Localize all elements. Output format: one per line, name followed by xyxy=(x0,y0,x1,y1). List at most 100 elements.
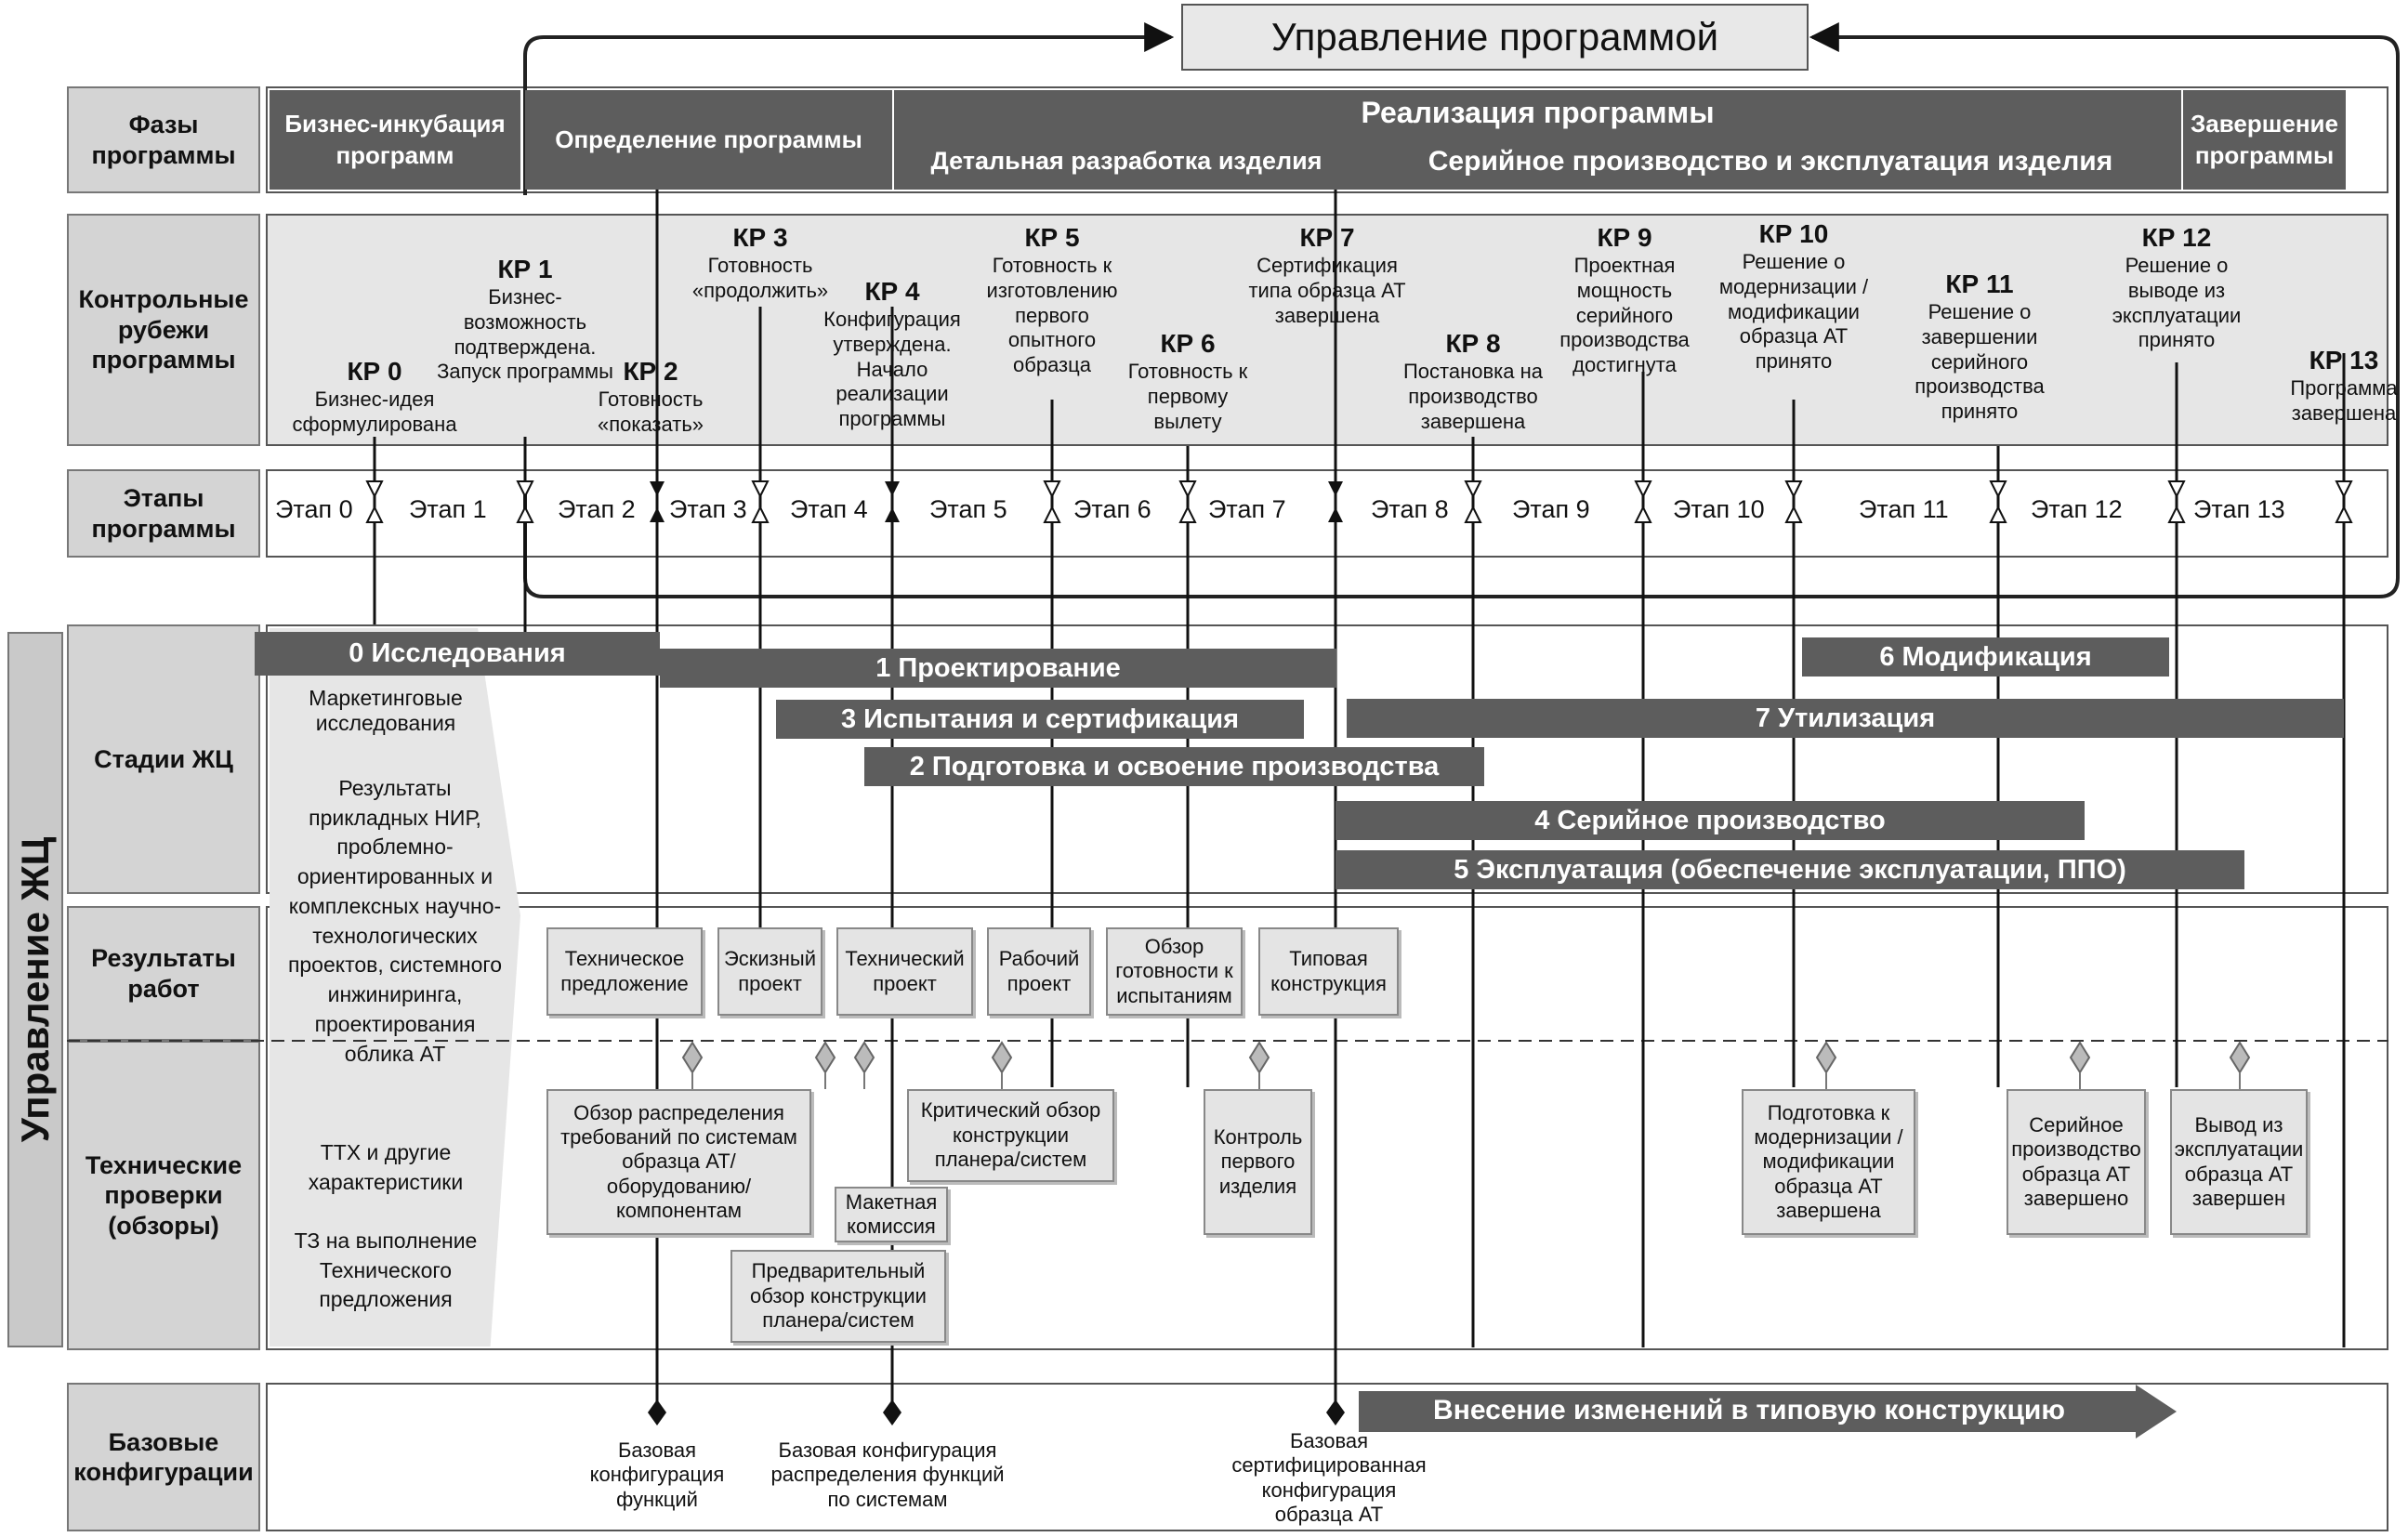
lifecycle-stage-0: 0 Исследования xyxy=(255,632,660,676)
checkpoint-id: КР 2 xyxy=(623,357,678,386)
up-arrow-open xyxy=(1634,505,1652,523)
checkpoint-id: КР 1 xyxy=(497,255,553,283)
checkpoint-text: Готовность к первому вылету xyxy=(1127,360,1248,433)
up-arrow-open xyxy=(516,505,534,523)
review-modernization-prep: Подготовка к модернизации /модификации о… xyxy=(1742,1089,1915,1235)
review-decommission-done: Вывод из эксплуатации образца АТ заверше… xyxy=(2170,1089,2308,1235)
down-arrow-open xyxy=(2167,480,2186,499)
down-arrow-open xyxy=(1178,480,1197,499)
stage-6: Этап 6 xyxy=(1073,495,1151,523)
review-diamond-3 xyxy=(991,1041,1013,1074)
review-preliminary-design: Предварительный обзор конструкции планер… xyxy=(730,1250,946,1343)
stage-7: Этап 7 xyxy=(1208,495,1286,523)
stages-panel xyxy=(266,469,2388,558)
research-note-tz: ТЗ на выполнение Технического предложени… xyxy=(294,1228,478,1312)
stage-13: Этап 13 xyxy=(2193,495,2285,523)
row-label-checkpoints: Контрольные рубежи программы xyxy=(67,214,260,446)
row-label-lifecycle: Стадии ЖЦ xyxy=(67,624,260,894)
result-test-readiness-review: Обзор готовности к испытаниям xyxy=(1106,927,1243,1016)
result-technical-project: Технический проект xyxy=(836,927,973,1016)
phase-definition-label: Определение программы xyxy=(555,125,862,153)
stage-12: Этап 12 xyxy=(2031,495,2123,523)
checkpoint-id: КР 13 xyxy=(2309,346,2379,374)
base-config-allocation: Базовая конфигурация распределения функц… xyxy=(770,1438,1005,1511)
management-loop-line xyxy=(523,22,1175,195)
checkpoint-id: КР 7 xyxy=(1299,223,1355,252)
row-label-checkpoints-text: Контрольные рубежи программы xyxy=(78,285,249,374)
stage-2: Этап 2 xyxy=(558,495,636,523)
base-config-certified: Базовая сертифицированная конфигурация о… xyxy=(1231,1429,1427,1527)
review-diamond-2 xyxy=(853,1041,875,1074)
up-arrow-solid xyxy=(650,507,665,522)
review-first-article: Контроль первого изделия xyxy=(1204,1089,1312,1235)
down-arrow-open xyxy=(516,480,534,499)
base-config-diamond-2 xyxy=(1326,1399,1345,1425)
checkpoint-id: КР 9 xyxy=(1597,223,1652,252)
stage-11: Этап 11 xyxy=(1859,495,1949,523)
stage-8: Этап 8 xyxy=(1371,495,1449,523)
down-arrow-open xyxy=(1634,480,1652,499)
up-arrow-open xyxy=(365,505,384,523)
down-arrow-open xyxy=(365,480,384,499)
checkpoint-id: КР 3 xyxy=(732,223,788,252)
research-column-bg xyxy=(270,628,520,1347)
review-requirements-allocation: Обзор распределения требований по систем… xyxy=(546,1089,811,1235)
down-arrow-solid xyxy=(1328,481,1343,496)
review-critical-design: Критический обзор конструкции планера/си… xyxy=(907,1089,1114,1182)
phase-definition: Определение программы xyxy=(525,90,892,190)
down-arrow-open xyxy=(1043,480,1061,499)
review-mockup-commission: Макетная комиссия xyxy=(835,1187,948,1242)
stage-10: Этап 10 xyxy=(1673,495,1765,523)
management-loop-line-right xyxy=(523,35,2400,598)
checkpoint-text: Готовность к изготовлению первого опытно… xyxy=(986,254,1118,377)
up-arrow-open xyxy=(751,505,770,523)
program-management-title: Управление программой xyxy=(1270,15,1719,59)
down-arrow-open xyxy=(1784,480,1803,499)
phase-realization xyxy=(894,90,2181,190)
up-arrow-solid xyxy=(1328,507,1343,522)
checkpoint-id: КР 4 xyxy=(864,277,920,306)
checkpoint-id: КР 0 xyxy=(347,357,402,386)
review-diamond-6 xyxy=(2069,1041,2091,1074)
up-arrow-open xyxy=(1178,505,1197,523)
research-note-results: Результаты прикладных НИР, проблемно-ори… xyxy=(287,776,503,1066)
row-label-tech-reviews-text: Технические проверки (обзоры) xyxy=(85,1150,243,1240)
checkpoint-text: Решение о завершении серийного производс… xyxy=(1915,300,2045,424)
phase-completion-label: Завершение программы xyxy=(2190,109,2338,169)
checkpoint-text: Решение о модернизации /модификации обра… xyxy=(1718,250,1869,374)
up-arrow-open xyxy=(2167,505,2186,523)
stage-9: Этап 9 xyxy=(1512,495,1590,523)
checkpoint-id: КР 5 xyxy=(1024,223,1080,252)
checkpoint-id: КР 8 xyxy=(1445,329,1501,358)
stage-3: Этап 3 xyxy=(669,495,747,523)
checkpoint-text: Готовность «продолжить» xyxy=(691,254,829,302)
result-type-design: Типовая конструкция xyxy=(1258,927,1399,1016)
program-management-box: Управление программой xyxy=(1181,4,1809,71)
checkpoint-text: Бизнес-идея сформулирована xyxy=(292,388,457,436)
base-config-functions: Базовая конфигурация функций xyxy=(589,1438,725,1511)
side-label-lifecycle-management: Управление ЖЦ xyxy=(7,632,63,1347)
change-arrow xyxy=(1359,1385,2177,1438)
lifecycle-stage-6: 6 Модификация xyxy=(1802,637,2169,677)
row-label-work-results: Результаты работ xyxy=(67,906,260,1041)
lifecycle-stage-5: 5 Эксплуатация (обеспечение эксплуатации… xyxy=(1336,850,2244,889)
review-diamond-5 xyxy=(1815,1041,1837,1074)
down-arrow-open xyxy=(2335,480,2353,499)
research-note-marketing: Маркетинговые исследования xyxy=(309,686,463,736)
up-arrow-open xyxy=(2335,505,2353,523)
checkpoint-id: КР 6 xyxy=(1160,329,1216,358)
phase-completion: Завершение программы xyxy=(2183,90,2346,190)
down-arrow-solid xyxy=(885,481,900,496)
checkpoint-text: Бизнес-возможность подтверждена. Запуск … xyxy=(437,285,613,384)
lifecycle-stage-3: 3 Испытания и сертификация xyxy=(776,700,1304,739)
up-arrow-open xyxy=(1464,505,1482,523)
phase-realization-label: Реализация программы xyxy=(1361,96,1715,129)
review-diamond-1 xyxy=(814,1041,836,1074)
